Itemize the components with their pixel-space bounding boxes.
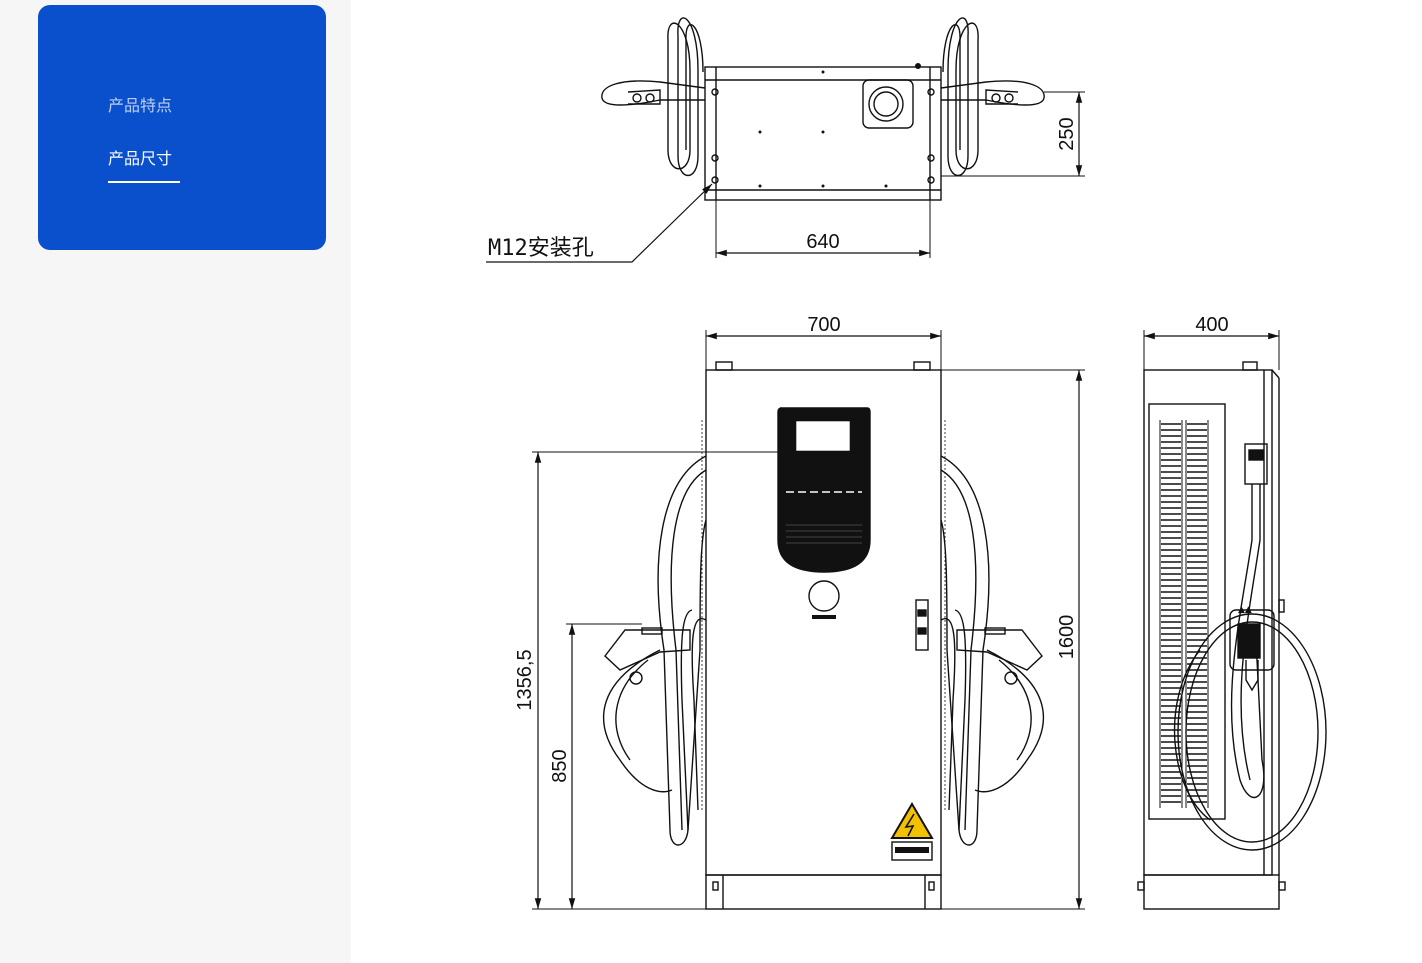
- top-view-right-cable: [942, 17, 979, 176]
- front-view-left-connector: [604, 629, 691, 671]
- top-view: [486, 17, 1085, 263]
- front-view: [532, 330, 1085, 910]
- top-view-depth-label: 250: [1056, 117, 1078, 150]
- front-view-holster-height-label: 850: [549, 749, 571, 782]
- side-view: ▲▲: [1137, 330, 1327, 910]
- side-view-vent-panel: [1148, 403, 1226, 820]
- nav-item-product-dimensions[interactable]: 产品尺寸: [108, 149, 173, 168]
- top-view-width-label: 640: [806, 231, 839, 253]
- top-view-emergency-button: [862, 79, 914, 129]
- left-panel: 产品特点 产品尺寸: [0, 0, 351, 963]
- mounting-holes: [711, 88, 935, 184]
- front-view-base: [705, 874, 942, 910]
- section-nav-card: 产品特点 产品尺寸: [38, 5, 326, 250]
- top-view-left-cable: [667, 17, 704, 176]
- top-view-cabinet: [704, 66, 942, 201]
- front-view-width-label: 700: [807, 314, 840, 336]
- front-view-left-cable: [657, 455, 707, 846]
- front-view-upper-height-label: 1356,5: [514, 649, 536, 710]
- side-view-depth-label: 400: [1195, 314, 1228, 336]
- nav-item-product-features[interactable]: 产品特点: [108, 96, 173, 115]
- front-view-right-cable: [940, 455, 990, 846]
- svg-text:▲▲: ▲▲: [1238, 605, 1252, 615]
- high-voltage-warning-sign: [890, 802, 934, 839]
- front-view-screen: [796, 421, 850, 451]
- side-view-base: [1143, 874, 1280, 910]
- front-view-height-label: 1600: [1056, 615, 1078, 660]
- front-view-right-connector: [956, 629, 1043, 671]
- mounting-hole-callout: M12安装孔: [488, 236, 594, 261]
- front-view-emergency-button: [808, 580, 840, 612]
- active-nav-underline: [108, 181, 180, 183]
- side-view-cable-loop: [1177, 613, 1327, 851]
- dimension-drawing: 250 640 M12安装孔: [486, 17, 1327, 910]
- side-view-upper-connector: [1244, 443, 1268, 485]
- front-view-door-lock: [915, 599, 929, 651]
- side-view-lower-connector: [1229, 609, 1275, 671]
